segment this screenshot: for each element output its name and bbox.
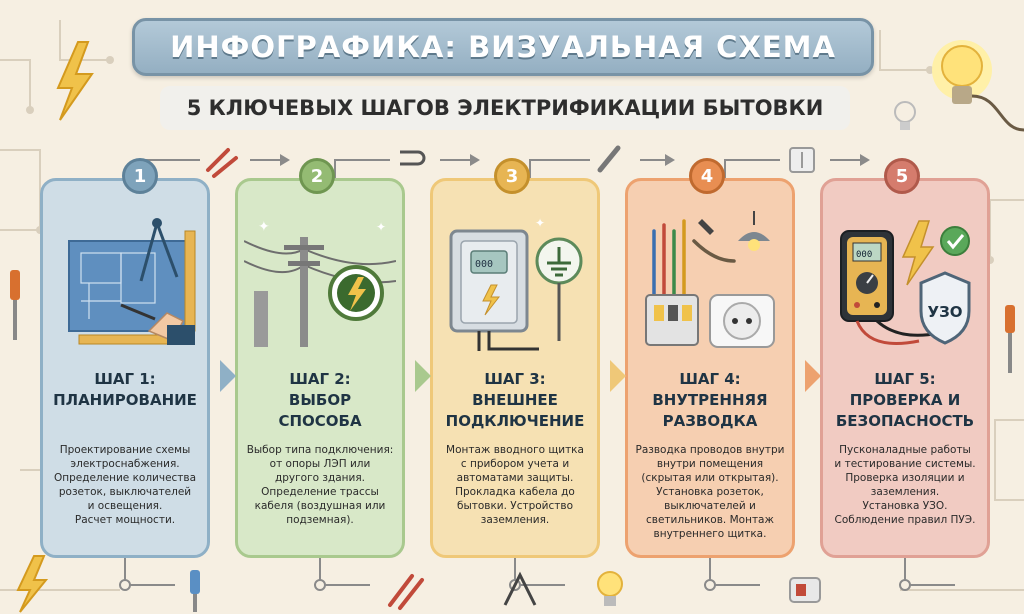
flow-arrow — [805, 360, 821, 392]
step-number-badge: 3 — [494, 158, 530, 194]
flow-arrow — [610, 360, 626, 392]
socket-wiring-icon — [645, 211, 775, 348]
svg-text:✦: ✦ — [258, 219, 270, 235]
tape-icon — [789, 577, 821, 603]
step-title: ШАГ 2: ВЫБОР СПОСОБА — [278, 370, 362, 430]
step-card-4: ШАГ 4: ВНУТРЕННЯЯ РАЗВОДКА Разводка пров… — [625, 178, 795, 558]
svg-text:000: 000 — [856, 250, 872, 260]
svg-text:✦: ✦ — [535, 216, 545, 230]
flow-arrow — [415, 360, 431, 392]
step-card-1: ШАГ 1: ПЛАНИРОВАНИЕ Проектирование схемы… — [40, 178, 210, 558]
step-card-3: 000 ✦ ШАГ 3: ВНЕШНЕЕ ПОДКЛЮЧЕНИЕ Монтаж … — [430, 178, 600, 558]
wire-stripper-icon — [400, 150, 426, 166]
electrical-panel-icon: 000 ✦ — [449, 216, 583, 351]
wire-stripper-icon — [503, 571, 537, 606]
step-card-5: 000 УЗО ШАГ 5: ПРОВЕРКА И БЕЗОПАСНОСТЬ П… — [820, 178, 990, 558]
lightning-icon — [56, 41, 94, 121]
step-description: Разводка проводов внутри внутри помещени… — [635, 444, 785, 540]
step-number-badge: 4 — [689, 158, 725, 194]
page-subtitle: 5 КЛЮЧЕВЫХ ШАГОВ ЭЛЕКТРИФИКАЦИИ БЫТОВКИ — [186, 96, 824, 120]
pliers-icon — [206, 148, 238, 178]
blueprint-icon — [68, 218, 196, 345]
light-bulb-icon — [597, 571, 623, 606]
small-bulb-icon — [894, 101, 916, 130]
title-banner: ИНФОГРАФИКА: ВИЗУАЛЬНАЯ СХЕМА — [132, 18, 874, 76]
flow-arrow — [220, 360, 236, 392]
step-number-badge: 2 — [299, 158, 335, 194]
step-title: ШАГ 3: ВНЕШНЕЕ ПОДКЛЮЧЕНИЕ — [445, 370, 585, 430]
page-title: ИНФОГРАФИКА: ВИЗУАЛЬНАЯ СХЕМА — [170, 30, 836, 64]
step-card-2: ✦ ✦ ШАГ 2: ВЫБОР СПОСОБА Выбор типа подк… — [235, 178, 405, 558]
pliers-icon — [388, 574, 424, 610]
multimeter-icon: 000 УЗО — [840, 220, 971, 345]
step-description: Монтаж вводного щитка с прибором учета и… — [446, 444, 584, 526]
step-description: Выбор типа подключения: от опоры ЛЭП или… — [246, 444, 394, 526]
step-number-badge: 1 — [122, 158, 158, 194]
screwdriver-icon — [1005, 305, 1015, 373]
step-number-badge: 5 — [884, 158, 920, 194]
light-bulb-icon — [932, 40, 1024, 132]
step-title: ШАГ 5: ПРОВЕРКА И БЕЗОПАСНОСТЬ — [835, 370, 975, 430]
step-title: ШАГ 4: ВНУТРЕННЯЯ РАЗВОДКА — [652, 370, 768, 430]
subtitle-banner: 5 КЛЮЧЕВЫХ ШАГОВ ЭЛЕКТРИФИКАЦИИ БЫТОВКИ — [160, 86, 850, 130]
wrench-icon — [597, 145, 621, 173]
screwdriver-icon — [10, 270, 20, 340]
step-description: Пусконаладные работы и тестирование сист… — [834, 444, 976, 526]
step-description: Проектирование схемы электроснабжения. О… — [53, 444, 197, 526]
screwdriver-icon — [190, 570, 200, 612]
uzo-badge-text: УЗО — [928, 303, 963, 321]
svg-text:000: 000 — [475, 259, 493, 270]
switch-icon — [789, 147, 815, 173]
step-title: ШАГ 1: ПЛАНИРОВАНИЕ — [53, 370, 197, 409]
svg-text:✦: ✦ — [376, 220, 386, 234]
power-pole-icon: ✦ ✦ — [244, 219, 396, 347]
lightning-icon — [16, 555, 49, 613]
